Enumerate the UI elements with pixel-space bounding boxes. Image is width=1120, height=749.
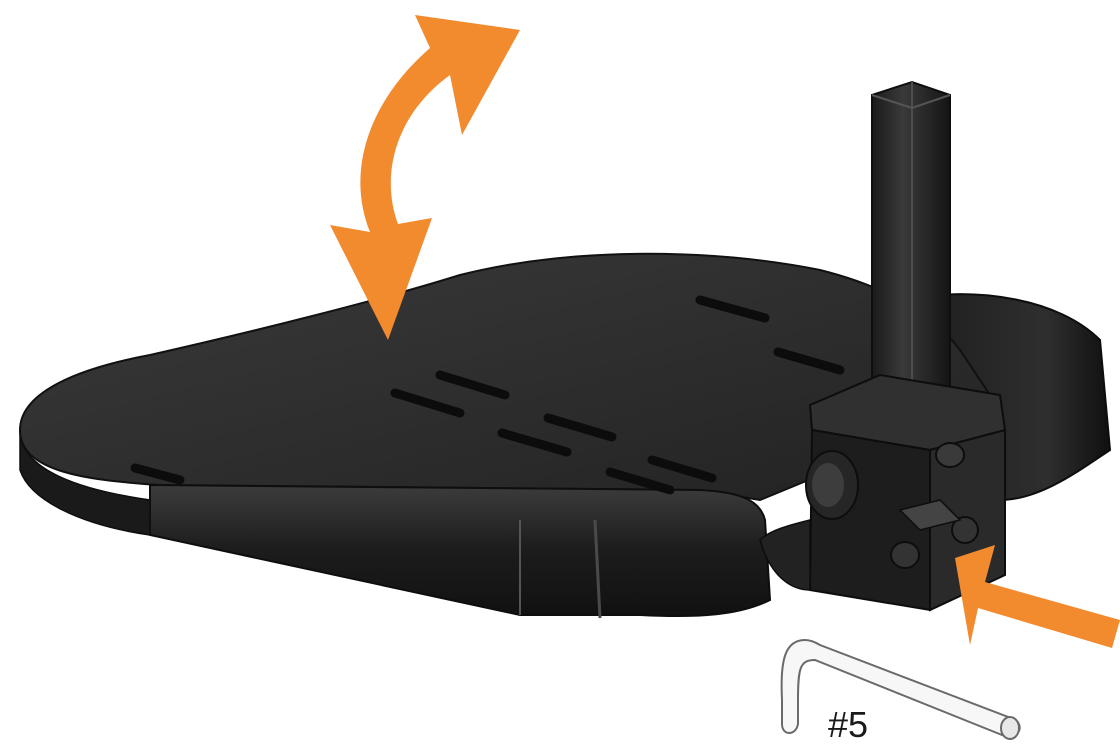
vertical-post [872,82,950,405]
hex-key-icon [782,640,1020,739]
hex-key-size-label: #5 [828,704,868,746]
pointer-arrow-icon [955,545,1120,648]
